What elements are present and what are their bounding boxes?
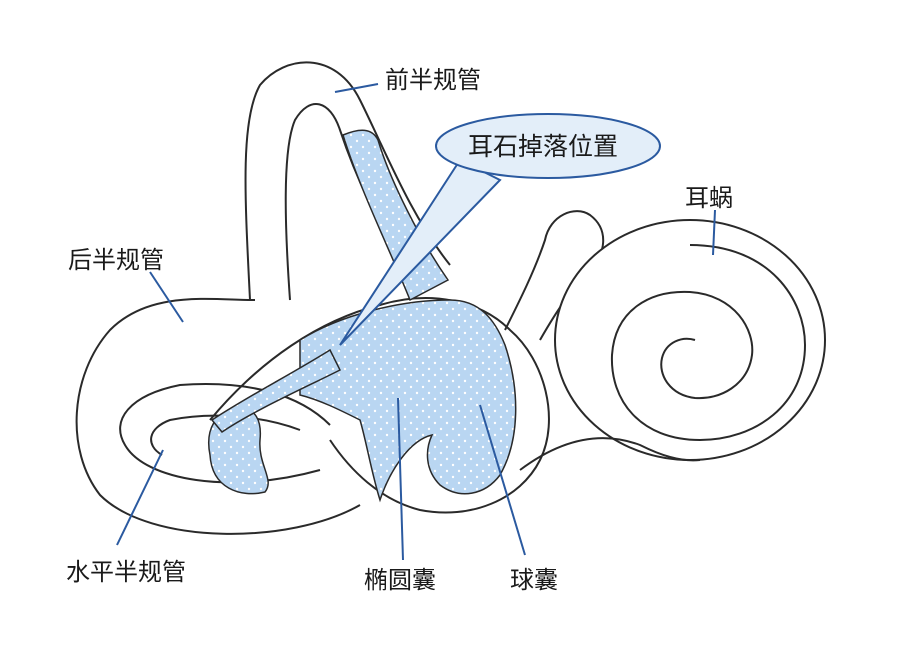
cochlea-leader (712, 209, 716, 256)
posterior-canal-leader (149, 271, 184, 323)
anterior-canal-leader (334, 83, 379, 93)
cochlea-base (519, 437, 701, 471)
utricle-label: 椭圆囊 (364, 566, 436, 594)
utricle-leader (397, 397, 404, 561)
cochlea-label: 耳蜗 (685, 184, 733, 212)
horizontal-canal-leader (116, 449, 164, 546)
callout-bubble (435, 113, 661, 179)
posterior-canal-fluid (210, 348, 342, 433)
callout-label: 耳石掉落位置 (468, 132, 619, 161)
saccule-label: 球囊 (510, 566, 558, 594)
posterior-canal-label: 后半规管 (68, 246, 164, 274)
horizontal-canal-label: 水平半规管 (66, 558, 186, 586)
cochlea-outer (554, 219, 826, 461)
vestibule-outline (209, 297, 550, 514)
saccule-leader (479, 404, 526, 556)
anterior-canal-label: 前半规管 (385, 66, 481, 94)
horizontal-canal-inner (150, 414, 301, 456)
cochlea-spiral (610, 244, 807, 442)
vestibule-fluid (299, 299, 517, 503)
anterior-canal-outline (244, 61, 451, 301)
